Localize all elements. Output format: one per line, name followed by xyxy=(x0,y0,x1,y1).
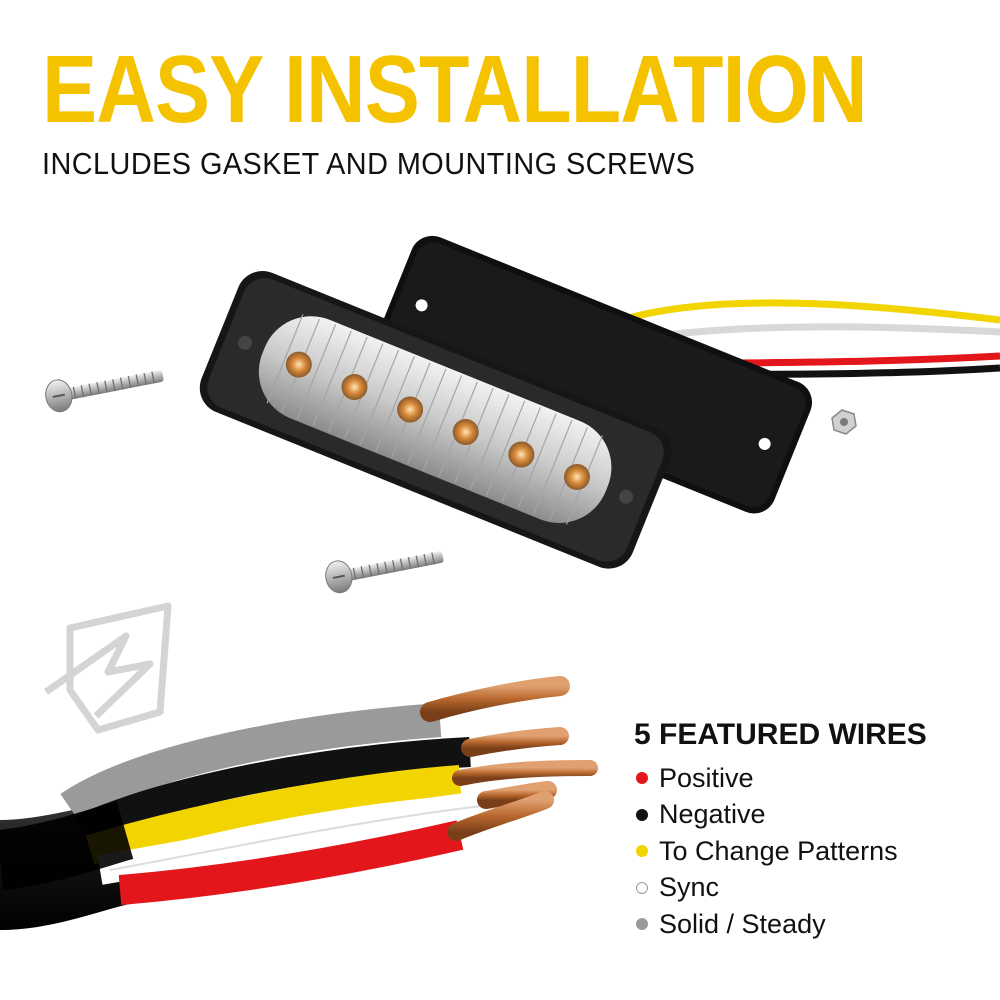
screw-icon xyxy=(325,551,444,594)
legend-label: To Change Patterns xyxy=(659,835,898,866)
wire-legend: 5 FEATURED WIRES Positive Negative To Ch… xyxy=(634,716,964,943)
gasket-icon xyxy=(374,235,813,514)
red-dot-icon xyxy=(636,772,648,785)
page-title: EASY INSTALLATION xyxy=(42,36,868,143)
yellow-dot-icon xyxy=(636,845,648,858)
legend-item-positive: Positive xyxy=(634,760,964,797)
wire-legend-list: Positive Negative To Change Patterns Syn… xyxy=(634,760,964,943)
legend-item-negative: Negative xyxy=(634,797,964,834)
legend-item-change-patterns: To Change Patterns xyxy=(634,833,964,870)
black-dot-icon xyxy=(636,808,648,821)
legend-label: Positive xyxy=(659,762,754,793)
xk-shield-logo xyxy=(43,602,172,734)
page-subtitle: INCLUDES GASKET AND MOUNTING SCREWS xyxy=(42,146,696,181)
screw-icon xyxy=(45,370,164,413)
legend-label: Sync xyxy=(659,872,720,903)
led-light-bar-icon xyxy=(199,271,672,569)
gray-dot-icon xyxy=(636,918,648,931)
legend-label: Solid / Steady xyxy=(659,908,826,939)
wire-legend-title: 5 FEATURED WIRES xyxy=(634,718,927,751)
legend-label: Negative xyxy=(659,799,766,830)
legend-item-solid-steady: Solid / Steady xyxy=(634,906,964,943)
wire-bundle-icon xyxy=(0,676,598,930)
legend-item-sync: Sync xyxy=(634,870,964,907)
hex-nut-icon xyxy=(831,409,857,435)
white-dot-icon xyxy=(636,881,648,894)
